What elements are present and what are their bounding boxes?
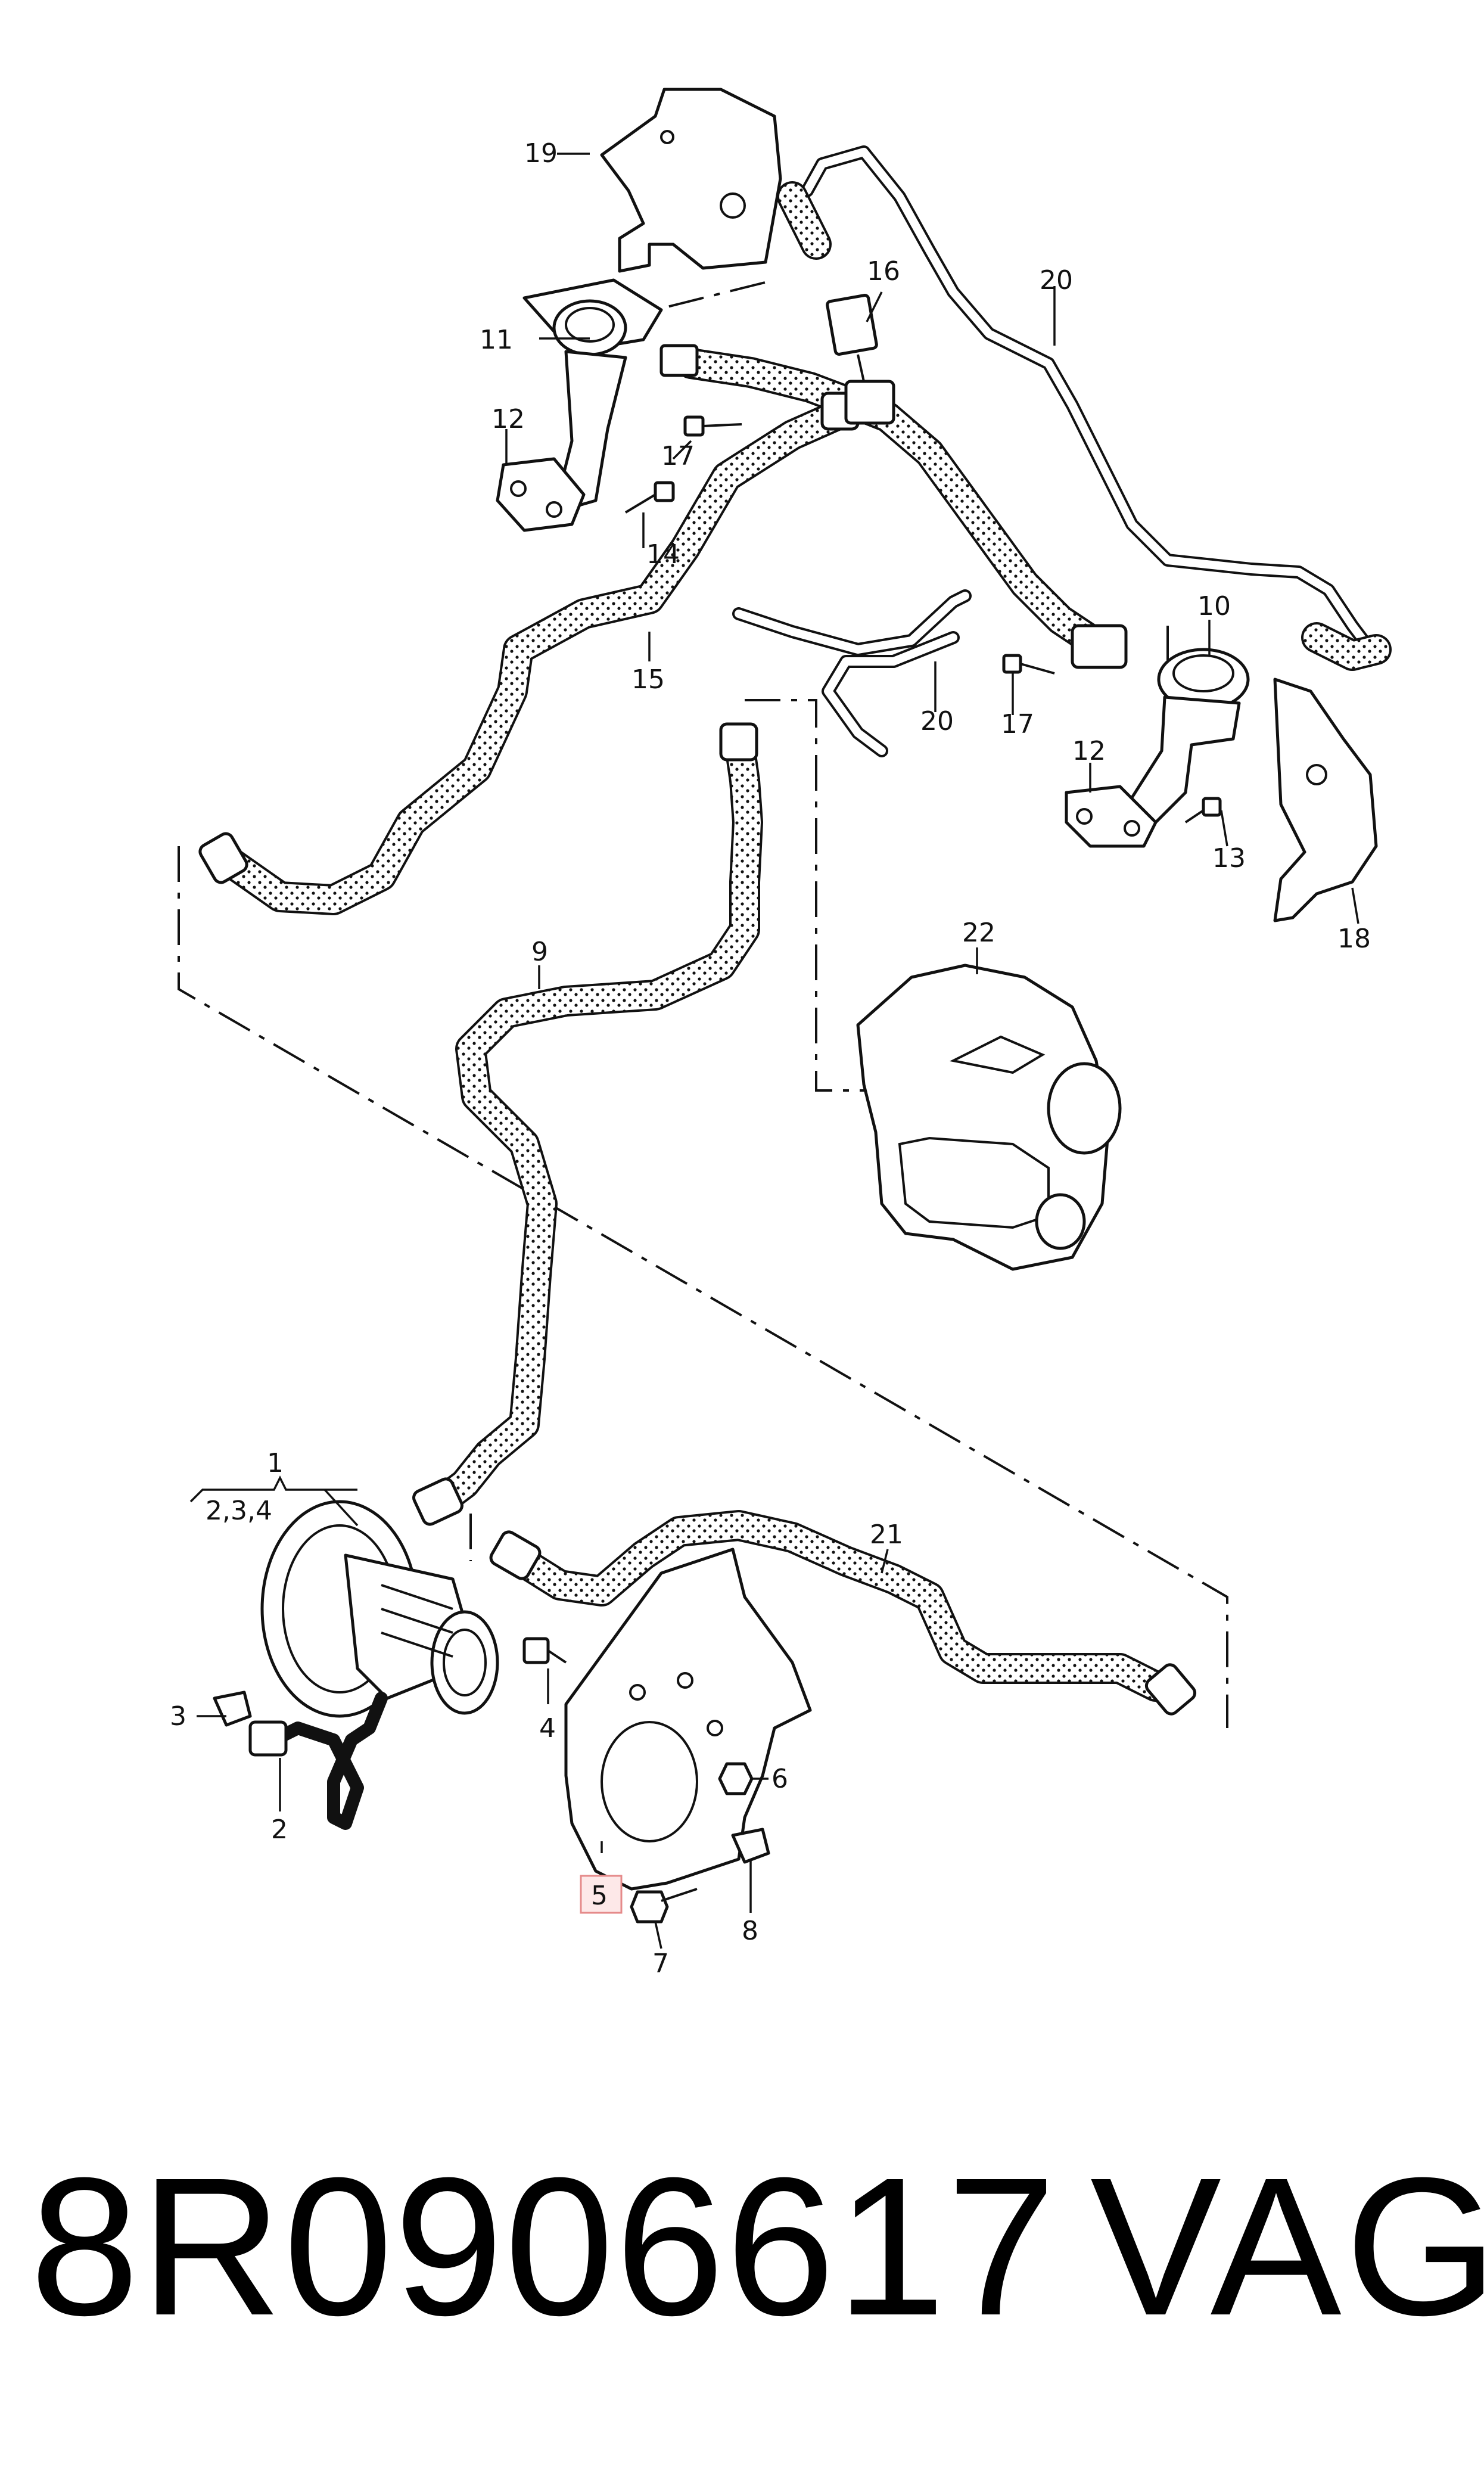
callout-5-highlight xyxy=(580,1875,623,1914)
callout-13: 13 xyxy=(1212,843,1246,874)
mounting-bracket-5 xyxy=(564,1548,812,1891)
brand-name: VAG xyxy=(1090,2136,1484,2356)
callout-2: 2 xyxy=(271,1814,288,1845)
callout-15: 15 xyxy=(631,664,665,695)
callout-12-left: 12 xyxy=(491,404,525,434)
secondary-air-pump-1 xyxy=(260,1500,499,1718)
wire-harness-2 xyxy=(248,1692,388,1830)
pressure-sensor-4 xyxy=(522,1637,567,1664)
callout-22: 22 xyxy=(962,918,995,948)
hose-9 xyxy=(425,723,763,1517)
combination-valve-10 xyxy=(1065,624,1250,848)
callout-6: 6 xyxy=(771,1764,788,1794)
filter-housing-22 xyxy=(856,964,1122,1271)
callout-10: 10 xyxy=(1197,591,1231,622)
callout-3: 3 xyxy=(170,1701,186,1732)
metal-tube-20 xyxy=(801,145,1377,656)
callout-8: 8 xyxy=(742,1916,758,1946)
callout-21: 21 xyxy=(870,1519,903,1550)
callout-19: 19 xyxy=(524,138,558,169)
heat-shield-bracket-19 xyxy=(600,88,782,273)
parts-diagram: 19 16 20 11 12 17 14 15 10 20 17 12 13 1… xyxy=(170,88,1392,1979)
callout-9: 9 xyxy=(531,937,548,967)
part-number: 8R0906617 xyxy=(30,2136,1057,2356)
callout-4: 4 xyxy=(539,1713,556,1744)
clip-8 xyxy=(731,1828,770,1864)
bolt-17-lower xyxy=(1002,654,1055,675)
nut-6 xyxy=(718,1762,754,1795)
callout-11: 11 xyxy=(480,325,513,355)
hose-upper-branch xyxy=(676,181,1392,671)
metal-tube-20-lower xyxy=(732,589,972,757)
callout-16: 16 xyxy=(867,256,900,287)
callout-18: 18 xyxy=(1337,924,1371,954)
callout-20-lower: 20 xyxy=(920,706,954,737)
callout-17-upper: 17 xyxy=(661,441,695,471)
callout-7: 7 xyxy=(652,1949,669,1979)
bolt-17-upper xyxy=(683,415,742,437)
callout-5: 5 xyxy=(591,1881,608,1911)
callout-14: 14 xyxy=(646,539,680,570)
hose-21 xyxy=(497,1510,1171,1702)
footer: 8R0906617 VAG xyxy=(30,2121,1484,2372)
bolt-14 xyxy=(624,481,675,514)
heat-shield-bracket-18 xyxy=(1273,678,1378,922)
callout-17-lower: 17 xyxy=(1001,709,1034,739)
callouts: 19 16 20 11 12 17 14 15 10 20 17 12 13 1… xyxy=(170,138,1371,1979)
t-connector-16 xyxy=(826,294,895,425)
callout-12-right: 12 xyxy=(1072,736,1106,766)
combination-valve-11 xyxy=(496,278,699,532)
callout-20-top: 20 xyxy=(1040,265,1073,296)
bolt-13 xyxy=(1184,797,1222,824)
leader-lines xyxy=(189,153,1359,1949)
hose-15 xyxy=(205,396,861,915)
callout-1: 1 xyxy=(267,1448,284,1478)
callout-2-3-4: 2,3,4 xyxy=(206,1496,272,1526)
clip-3 xyxy=(213,1691,252,1727)
bolt-7 xyxy=(630,1888,698,1924)
